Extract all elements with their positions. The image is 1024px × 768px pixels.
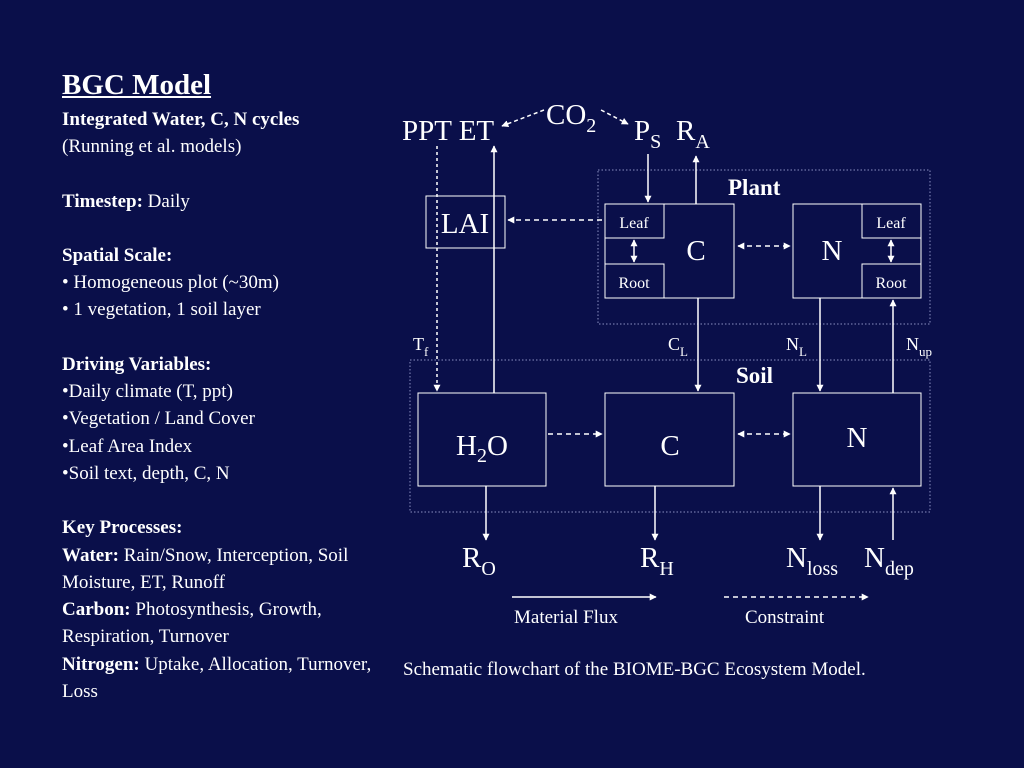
lai-label: LAI [441, 208, 489, 240]
water-text: Rain/Snow, Interception, Soil Moisture, … [62, 544, 349, 593]
plant-nitrogen-label: N [822, 235, 843, 267]
driving-item: •Daily climate (T, ppt) [62, 381, 233, 403]
driving-label: Driving Variables: [62, 353, 212, 375]
soil-region [409, 359, 931, 513]
timestep-block: Timestep: Daily [62, 188, 392, 215]
driving-item: •Soil text, depth, C, N [62, 462, 230, 484]
co2-to-ps-arrow [600, 109, 629, 125]
ro-label: RO [462, 542, 496, 580]
spatial-item: • 1 vegetation, 1 soil layer [62, 299, 261, 321]
nloss-label: Nloss [786, 542, 838, 580]
plant-c-root-label: Root [618, 275, 650, 292]
plant-n-root-label: Root [875, 275, 907, 292]
key-processes-block: Key Processes: Water: Rain/Snow, Interce… [62, 514, 392, 705]
plant-carbon-box [604, 203, 735, 299]
driving-block: Driving Variables: •Daily climate (T, pp… [62, 351, 392, 487]
nitrogen-text: Uptake, Allocation, Turnover, Loss [62, 653, 372, 703]
cl-label: CL [668, 334, 688, 359]
plant-c-root-box [604, 263, 665, 299]
soil-water-box [417, 392, 547, 487]
model-subtitle-block: Integrated Water, C, N cycles (Running e… [62, 106, 392, 161]
legend-material-label: Material Flux [514, 607, 618, 628]
plant-carbon-label: C [686, 235, 705, 267]
lai-box [425, 195, 506, 249]
plant-n-leaf-box [861, 203, 922, 239]
plant-c-leaf-box [604, 203, 665, 239]
ppt-et-label: PPT ET [402, 115, 494, 147]
plant-label: Plant [728, 175, 781, 200]
ndep-label: Ndep [864, 542, 914, 580]
ra-label: RA [676, 115, 710, 153]
soil-carbon-box [604, 392, 735, 487]
timestep-value: Daily [142, 190, 190, 212]
model-subtitle: (Running et al. models) [62, 136, 242, 158]
plant-nitrogen-box [792, 203, 922, 299]
soil-water-label: H2O [456, 430, 508, 467]
soil-carbon-label: C [660, 430, 679, 462]
ps-label: PS [634, 115, 661, 153]
diagram-caption: Schematic flowchart of the BIOME-BGC Eco… [403, 659, 866, 680]
plant-region [597, 169, 931, 325]
spatial-label: Spatial Scale: [62, 244, 173, 266]
soil-label: Soil [736, 363, 773, 388]
nup-label: Nup [906, 334, 932, 359]
key-processes-label: Key Processes: [62, 517, 183, 539]
nitrogen-label: Nitrogen: [62, 653, 140, 675]
model-title: BGC Model [62, 69, 212, 101]
driving-item: •Vegetation / Land Cover [62, 408, 255, 430]
model-subtitle-bold: Integrated Water, C, N cycles [62, 109, 300, 130]
carbon-label: Carbon: [62, 599, 131, 621]
timestep-label: Timestep: [62, 190, 143, 212]
plant-n-root-box [861, 263, 922, 299]
plant-c-leaf-label: Leaf [619, 215, 649, 232]
sidebar-panel: BGC Model Integrated Water, C, N cycles … [62, 68, 392, 705]
nl-label: NL [786, 334, 807, 359]
rh-label: RH [640, 542, 674, 580]
soil-nitrogen-label: N [847, 422, 868, 454]
legend-constraint-label: Constraint [745, 607, 825, 628]
spatial-item: • Homogeneous plot (~30m) [62, 272, 279, 294]
tf-label: Tf [413, 334, 429, 359]
co2-label: CO2 [546, 99, 596, 137]
plant-n-leaf-label: Leaf [876, 215, 906, 232]
soil-nitrogen-box [792, 392, 922, 487]
carbon-text: Photosynthesis, Growth, Respiration, Tur… [62, 599, 322, 648]
co2-to-et-arrow [501, 109, 545, 128]
driving-item: •Leaf Area Index [62, 435, 193, 457]
spatial-block: Spatial Scale: • Homogeneous plot (~30m)… [62, 242, 392, 324]
water-label: Water: [62, 544, 119, 566]
